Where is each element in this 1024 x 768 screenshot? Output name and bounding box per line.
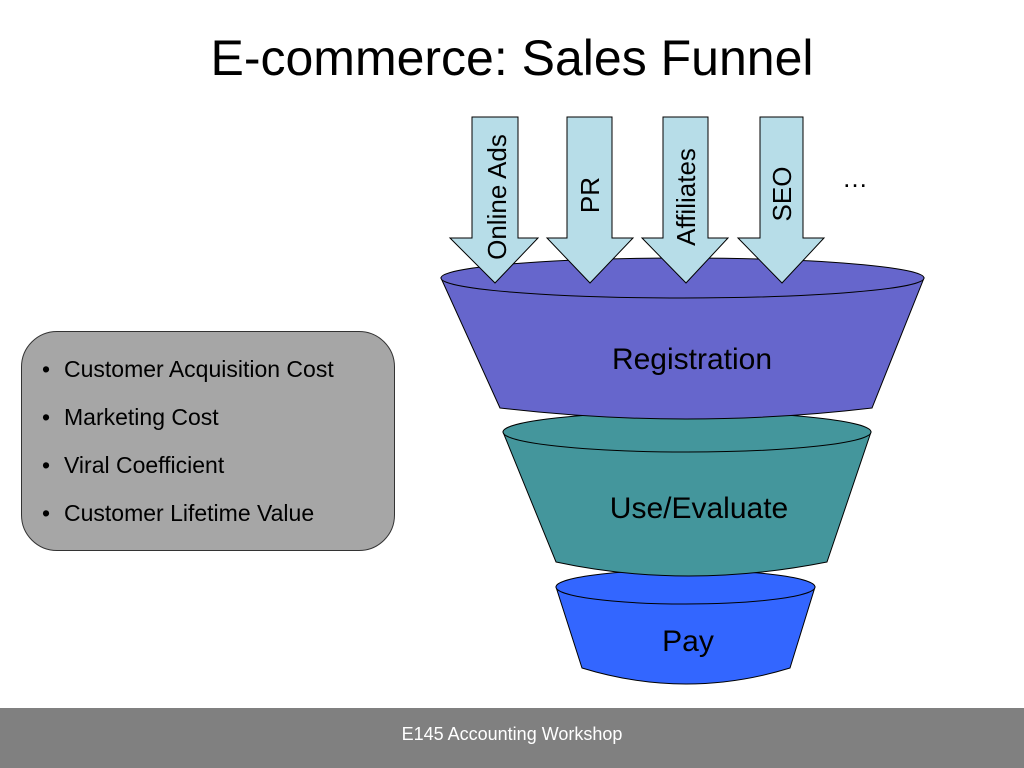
metrics-item-label: Customer Lifetime Value (64, 500, 315, 526)
funnel-stage-use-evaluate: Use/Evaluate (502, 411, 872, 577)
bullet-icon: • (42, 500, 51, 526)
bullet-icon: • (42, 404, 51, 430)
footer-text: E145 Accounting Workshop (401, 724, 623, 744)
metrics-item: • Customer Lifetime Value (38, 498, 394, 546)
metrics-item: • Viral Coefficient (38, 450, 394, 498)
channel-more-ellipsis: … (842, 163, 868, 193)
slide-title: E-commerce: Sales Funnel (210, 30, 814, 86)
metrics-list: • Customer Acquisition Cost • Marketing Co… (22, 332, 394, 546)
bullet-icon: • (42, 452, 51, 478)
metrics-box: • Customer Acquisition Cost • Marketing Co… (21, 331, 395, 551)
metrics-item-label: Customer Acquisition Cost (64, 356, 334, 382)
metrics-item-label: Viral Coefficient (64, 452, 225, 478)
sales-funnel-diagram: Pay Use/Evaluate Registration Online Ads… (440, 116, 925, 685)
channel-arrow-pr: PR (545, 116, 635, 284)
channel-arrow-seo: SEO (736, 116, 826, 284)
funnel-label-registration: Registration (612, 343, 772, 376)
channel-label-online-ads: Online Ads (482, 134, 512, 260)
channel-label-pr: PR (575, 177, 605, 213)
funnel-stage-pay: Pay (555, 569, 816, 685)
channel-label-affiliates: Affiliates (671, 148, 701, 246)
funnel-label-pay: Pay (662, 625, 714, 658)
metrics-item: • Customer Acquisition Cost (38, 354, 394, 402)
channel-arrow-online-ads: Online Ads (448, 116, 540, 284)
metrics-item-label: Marketing Cost (64, 404, 219, 430)
channel-arrow-affiliates: Affiliates (640, 116, 730, 284)
funnel-label-use-evaluate: Use/Evaluate (610, 492, 788, 525)
bullet-icon: • (42, 356, 51, 382)
metrics-item: • Marketing Cost (38, 402, 394, 450)
funnel-stage-registration: Registration (440, 257, 925, 420)
footer-bar: E145 Accounting Workshop (0, 708, 1024, 768)
channel-label-seo: SEO (767, 167, 797, 222)
